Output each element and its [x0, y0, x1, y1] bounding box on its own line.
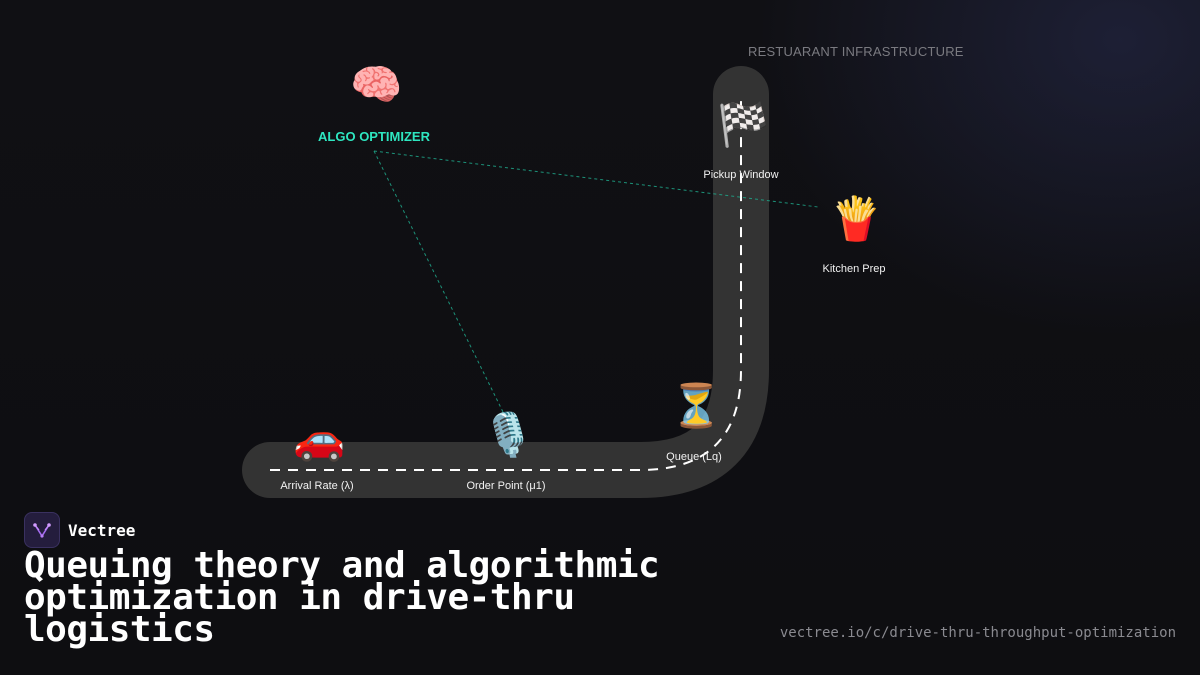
queue-label: Queue (Lq)	[666, 451, 722, 463]
brand: Vectree	[24, 512, 135, 548]
brain-icon: 🧠	[350, 60, 403, 109]
microphone-icon: 🎙️	[482, 410, 535, 459]
arrival-rate-label: Arrival Rate (λ)	[280, 480, 354, 492]
fries-icon: 🍟	[830, 194, 883, 243]
vectree-logo-icon	[24, 512, 60, 548]
optimizer-link-order	[373, 150, 507, 419]
optimizer-link-kitchen	[373, 150, 819, 208]
infrastructure-label: RESTUARANT INFRASTRUCTURE	[748, 44, 964, 59]
lane-marking	[270, 94, 742, 471]
page-title: Queuing theory and algorithmic optimizat…	[24, 545, 660, 650]
pickup-window-label: Pickup Window	[703, 169, 779, 181]
source-url: vectree.io/c/drive-thru-throughput-optim…	[779, 625, 1176, 641]
algo-optimizer-label: ALGO OPTIMIZER	[318, 129, 430, 144]
brand-name: Vectree	[68, 520, 136, 540]
car-icon: 🚗	[293, 414, 346, 463]
kitchen-prep-label: Kitchen Prep	[822, 263, 886, 275]
checkered-flag-icon: 🏁	[717, 100, 770, 149]
order-point-label: Order Point (μ1)	[466, 480, 546, 492]
hourglass-icon: ⏳	[670, 381, 723, 430]
